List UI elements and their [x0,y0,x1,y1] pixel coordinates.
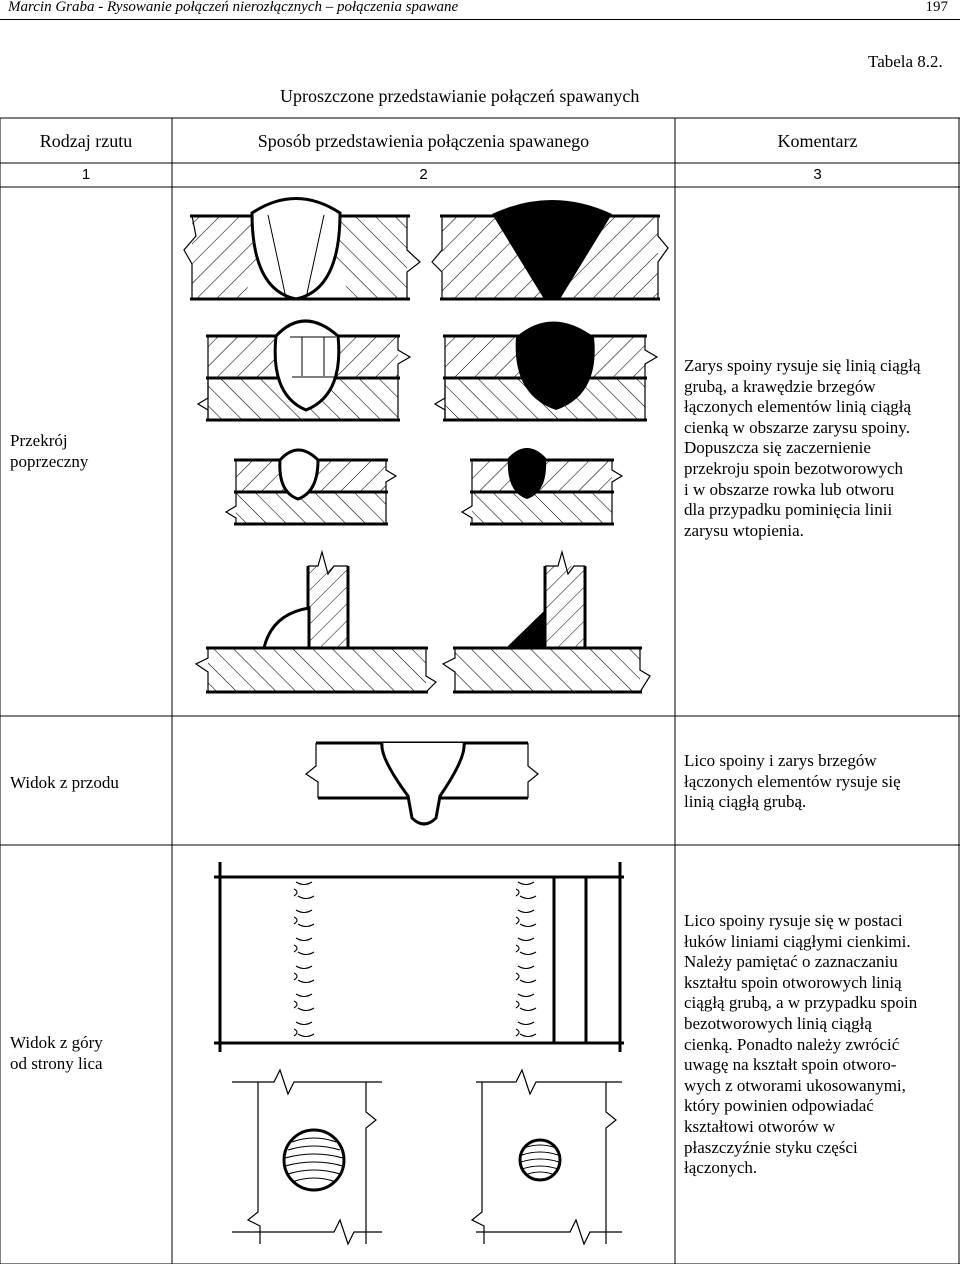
row-label-line: Przekrój [10,431,68,450]
front-view-weld-drawing [304,741,539,826]
page-number: 197 [925,0,949,15]
comment-line: Lico spoiny i zarys brzegów [684,751,877,770]
comment-line: Lico spoiny rysuje się w postaci [684,911,903,930]
row-top-view-comment: Lico spoiny rysuje się w postaci łuków l… [684,911,917,1179]
comment-line: Zarys spoiny rysuje się linią ciągłą [684,356,921,375]
top-view-weld-drawing [214,862,624,1052]
row-label-line: poprzeczny [10,451,89,471]
comment-line: Dopuszcza się zaczernienie [684,438,871,458]
comment-line: dla przypadku pominięcia linii [684,500,893,520]
plug-weld-outline-drawing [196,319,412,422]
table-label: Tabela 8.2. [868,52,943,71]
small-plug-weld-filled-drawing [460,448,624,526]
comment-line: wych z otworami ukosowanymi, [684,1075,906,1095]
row-front-view-comment: Lico spoiny i zarys brzegów łączonych el… [684,751,901,813]
row-top-view-label: Widok z góry od strony lica [10,1033,103,1074]
col-number-3: 3 [813,166,822,183]
comment-line: zarysu wtopienia. [684,520,804,540]
row-label-line: od strony lica [10,1053,103,1073]
table-title: Uproszczone przedstawianie połączeń spaw… [280,86,640,106]
comment-line: kształtowi otworów w [684,1116,836,1136]
butt-weld-filled-drawing [431,200,669,301]
row-cross-section-comment: Zarys spoiny rysuje się linią ciągłą gru… [684,356,921,541]
row-label-line: Widok z góry [10,1033,103,1052]
butt-weld-outline-drawing [183,197,421,301]
col-header-type: Rodzaj rzutu [39,131,133,151]
comment-line: Należy pamiętać o zaznaczaniu [684,952,898,972]
comment-line: łączonych. [684,1158,758,1178]
col-header-method: Sposób przedstawienia połączenia spawane… [257,131,590,151]
comment-line: ciągłą grubą, a w przypadku spoin [684,993,918,1013]
row-front-view-label: Widok z przodu [10,773,119,794]
comment-line: grubą, a krawędzie brzegów [684,376,876,396]
small-plug-weld-outline-drawing [224,448,398,526]
col-number-2: 2 [419,166,428,183]
comment-line: bezotworowych linią ciągłą [684,1013,872,1033]
header-rule [0,19,960,20]
comment-line: przekroju spoin bezotworowych [684,458,904,478]
col-header-comment: Komentarz [777,131,858,151]
comment-line: który powinien odpowiadać [684,1096,874,1116]
comment-line: kształtu spoin otworowych linią [684,972,902,992]
fillet-weld-filled-drawing [441,549,651,694]
comment-line: cienką. Ponadto należy zwrócić [684,1034,900,1054]
row-cross-section-label: Przekrój poprzeczny [10,431,88,472]
row-label-line: Widok z przodu [10,773,119,792]
plug-weld-filled-drawing [433,321,659,422]
comment-line: płaszczyźnie styku części [684,1137,858,1157]
plug-weld-top-view-left [232,1068,382,1246]
comment-line: łączonych elementów linią ciągłą [684,397,912,417]
running-header: Marcin Graba - Rysowanie połączeń nieroz… [8,0,459,15]
col-number-1: 1 [81,166,91,183]
comment-line: uwagę na kształt spoin otworo- [684,1055,897,1075]
comment-line: linią ciągłą grubą. [684,792,807,812]
comment-line: cienką w obszarze zarysu spoiny. [684,417,910,437]
plug-weld-top-view-right [470,1068,622,1246]
comment-line: łuków liniami ciągłymi cienkimi. [684,931,911,951]
comment-line: i w obszarze rowka lub otworu [684,479,895,499]
comment-line: łączonych elementów rysuje się [684,771,901,791]
fillet-weld-outline-drawing [194,549,437,694]
